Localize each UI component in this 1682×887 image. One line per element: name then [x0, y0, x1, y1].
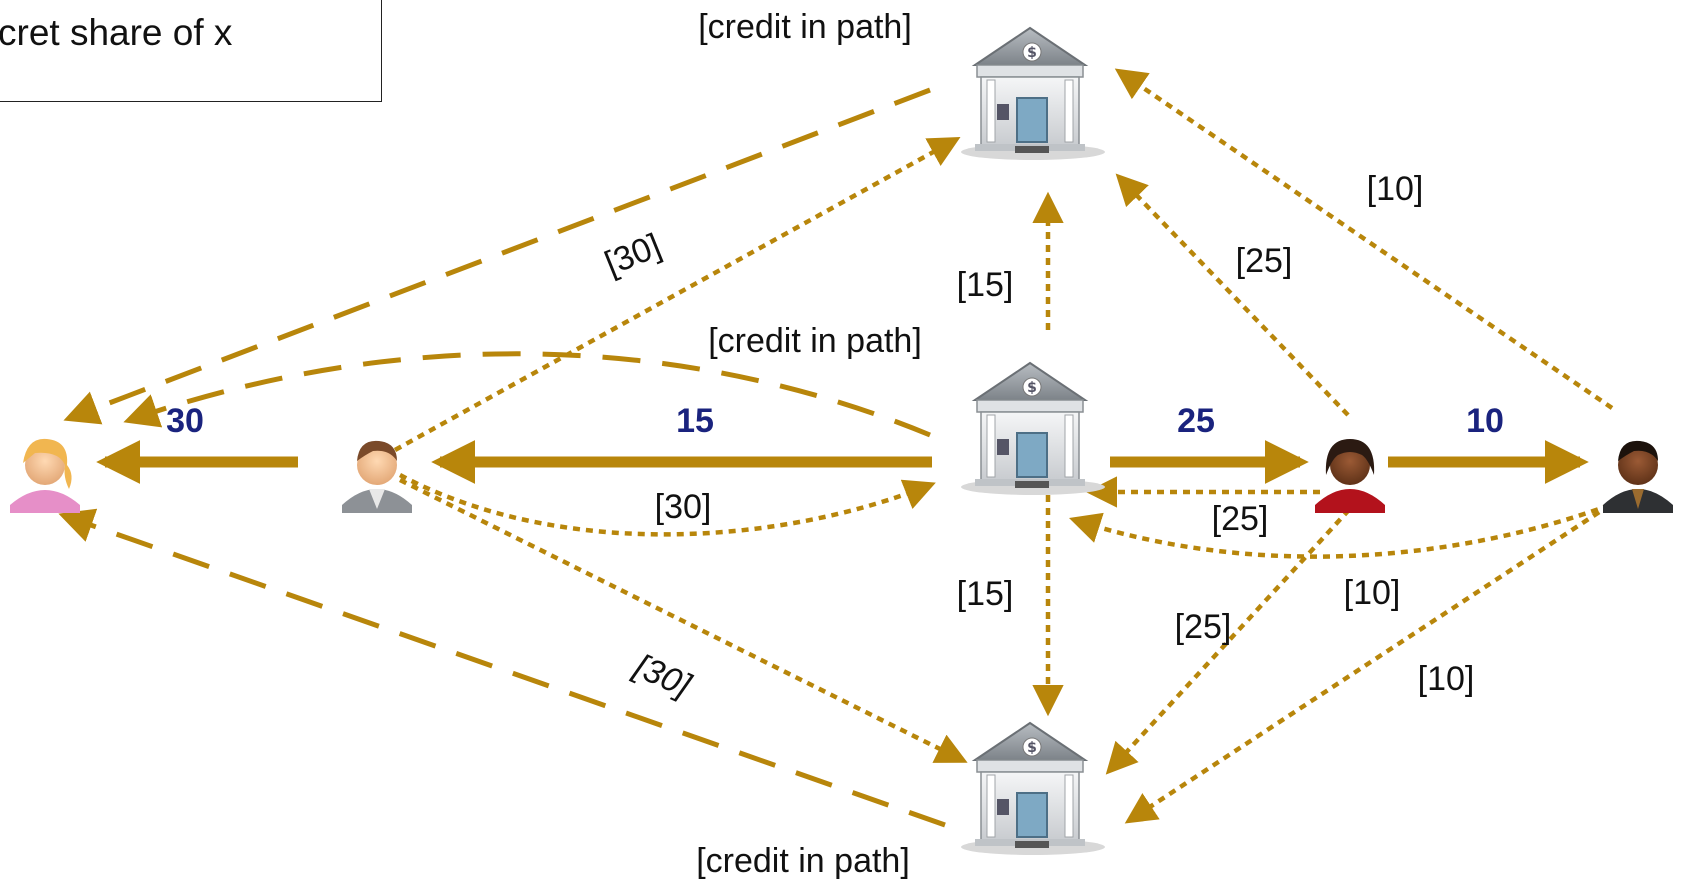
dashed-arrows — [58, 87, 946, 828]
dotted-arrow-user2-botbank — [398, 477, 968, 763]
path-label-bottom-30: [30] — [628, 647, 698, 706]
legend-text: cret share of x — [0, 12, 233, 53]
payment-amount-15: 15 — [676, 402, 714, 440]
dashed-arrow-bottom-bank — [58, 508, 946, 828]
bank-icon-bottom — [960, 722, 1105, 855]
path-label-mid-15-down: [15] — [957, 575, 1014, 613]
bank-icon-middle — [960, 362, 1105, 495]
path-label-mid-10: [10] — [1344, 574, 1401, 612]
bank-label-middle: [credit in path] — [708, 322, 922, 360]
dotted-arrows — [393, 68, 1614, 824]
legend-box: cret share of x — [0, 0, 382, 102]
payment-amount-25: 25 — [1177, 402, 1215, 440]
user-male-icon — [342, 440, 412, 513]
payment-amount-30: 30 — [166, 402, 204, 440]
dotted-arrow-user2-topbank — [393, 136, 961, 452]
user-man-icon — [1603, 440, 1673, 513]
user-female-icon — [10, 438, 80, 513]
dashed-arrow-top-bank — [63, 87, 931, 425]
path-label-bottom-10: [10] — [1418, 660, 1475, 698]
payment-amount-10: 10 — [1466, 402, 1504, 440]
dashed-arrow-middle-bank — [123, 351, 931, 438]
dotted-arrow-user3-botbank — [1105, 498, 1360, 775]
path-label-bottom-25: [25] — [1175, 608, 1232, 646]
path-label-top-left: [30] — [599, 227, 666, 283]
path-label-mid-25: [25] — [1212, 500, 1269, 538]
bank-label-top: [credit in path] — [698, 8, 912, 46]
path-label-top-10: [10] — [1367, 170, 1424, 208]
dotted-arrow-user4-topbank — [1114, 68, 1614, 410]
user-woman-icon — [1315, 439, 1385, 513]
dotted-arrow-user2-midbank — [398, 473, 936, 537]
dotted-arrow-user4-botbank — [1124, 503, 1612, 824]
dotted-arrow-user3-topbank — [1115, 173, 1350, 417]
bank-label-bottom: [credit in path] — [696, 842, 910, 880]
path-label-mid-30: [30] — [655, 488, 712, 526]
dotted-arrow-user4-midbank — [1069, 502, 1611, 559]
path-label-mid-15-up: [15] — [957, 266, 1014, 304]
path-label-top-25: [25] — [1236, 242, 1293, 280]
bank-icon-top — [960, 27, 1105, 160]
